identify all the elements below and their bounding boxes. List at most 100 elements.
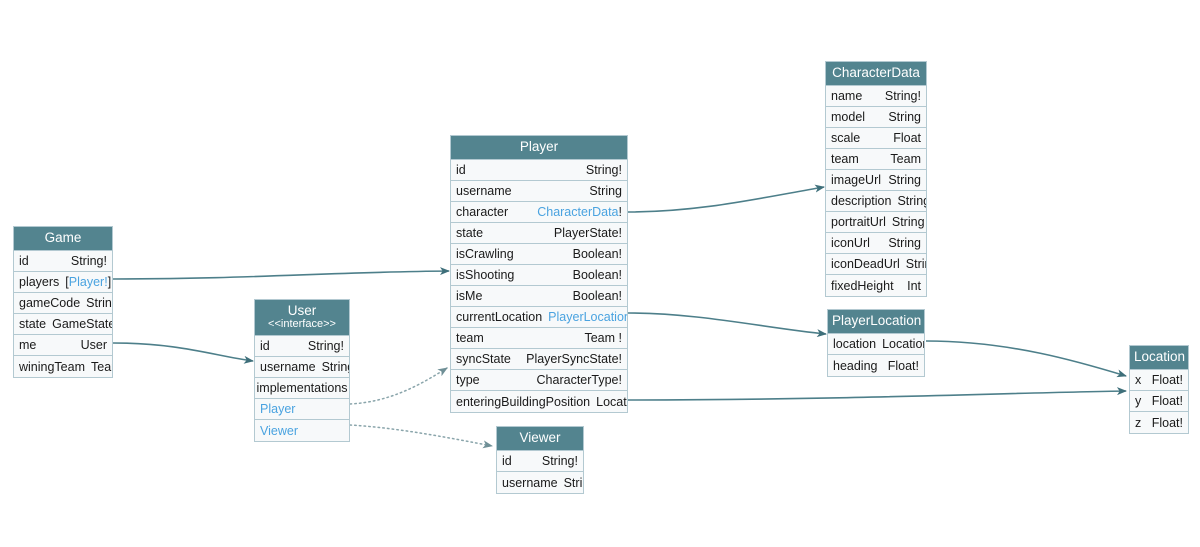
field-row[interactable]: y Float! (1130, 391, 1188, 413)
field-name: description (831, 194, 892, 209)
edge-playerlocation-location-to-location (925, 340, 1127, 378)
field-row[interactable]: portraitUrl String (826, 212, 926, 234)
field-row[interactable]: id String! (14, 251, 112, 273)
field-type-ref[interactable]: Location! (882, 337, 924, 352)
edge-player-character-to-characterdata (627, 184, 825, 213)
field-row[interactable]: me User (14, 335, 112, 357)
field-name: username (260, 360, 316, 375)
field-row[interactable]: id String! (255, 336, 349, 358)
field-row[interactable]: id String! (451, 160, 627, 182)
field-row[interactable]: state GameState! (14, 314, 112, 336)
field-row[interactable]: iconUrl String (826, 233, 926, 255)
field-row[interactable]: imageUrl String (826, 170, 926, 192)
entity-user-name: User (287, 303, 317, 318)
field-name: winingTeam (19, 359, 86, 374)
field-type: CharacterData! (537, 205, 622, 220)
field-name: isMe (456, 289, 483, 304)
field-row[interactable]: winingTeam Team (14, 356, 112, 378)
field-type: Boolean! (572, 247, 622, 262)
field-row[interactable]: iconDeadUrl String (826, 254, 926, 276)
entity-user-title: User <<interface>> (255, 300, 349, 337)
entity-player[interactable]: Player id String! username String charac… (450, 135, 628, 414)
edge-player-currentlocation-to-playerlocation (627, 312, 827, 338)
entity-user[interactable]: User <<interface>> id String! username S… (254, 299, 350, 443)
field-name: character (456, 205, 509, 220)
field-name: imageUrl (831, 173, 882, 188)
field-type: GameState! (52, 317, 112, 332)
field-type-ref[interactable]: CharacterData (537, 205, 619, 220)
field-type-ref[interactable]: Player! (68, 275, 108, 290)
field-name: z (1135, 415, 1142, 430)
entity-characterdata[interactable]: CharacterData name String! model String … (825, 61, 927, 298)
field-row[interactable]: character CharacterData! (451, 202, 627, 224)
field-row[interactable]: fixedHeight Int (826, 275, 926, 297)
field-row[interactable]: state PlayerState! (451, 223, 627, 245)
field-name: iconUrl (831, 236, 870, 251)
field-type: Float (893, 131, 921, 146)
field-row[interactable]: gameCode String! (14, 293, 112, 315)
field-row[interactable]: team Team (826, 149, 926, 171)
field-row[interactable]: username String (451, 181, 627, 203)
field-row[interactable]: username String (255, 357, 349, 379)
field-row[interactable]: z Float! (1130, 412, 1188, 434)
field-row[interactable]: isShooting Boolean! (451, 265, 627, 287)
field-name: name (831, 89, 863, 104)
entity-playerlocation[interactable]: PlayerLocation location Location! headin… (827, 309, 925, 378)
field-row[interactable]: enteringBuildingPosition Location (451, 391, 627, 413)
field-name: id (502, 454, 512, 469)
field-row[interactable]: currentLocation PlayerLocation! (451, 307, 627, 329)
field-row[interactable]: isCrawling Boolean! (451, 244, 627, 266)
entity-game[interactable]: Game id String! players [Player!] gameCo… (13, 226, 113, 379)
field-type: [Player!] (65, 275, 112, 290)
field-row[interactable]: model String (826, 107, 926, 129)
field-row[interactable]: username String (497, 472, 583, 494)
field-name: model (831, 110, 866, 125)
field-type-ref[interactable]: User (80, 338, 107, 353)
field-name: state (19, 317, 47, 332)
field-row[interactable]: id String! (497, 451, 583, 473)
field-name: syncState (456, 352, 511, 367)
field-name: type (456, 373, 480, 388)
implementation-name: Viewer (260, 423, 298, 438)
field-name: heading (833, 358, 878, 373)
field-row[interactable]: location Location! (828, 334, 924, 356)
field-type: CharacterType! (536, 373, 622, 388)
field-name: username (456, 184, 512, 199)
field-type: String! (307, 339, 344, 354)
field-row[interactable]: scale Float (826, 128, 926, 150)
edge-player-enteringbuildingposition-to-location (627, 387, 1127, 401)
field-name: me (19, 338, 37, 353)
entity-location[interactable]: Location x Float! y Float! z Float! (1129, 345, 1189, 435)
field-type: String (563, 475, 583, 490)
entity-playerlocation-title: PlayerLocation (828, 310, 924, 335)
field-row[interactable]: team Team ! (451, 328, 627, 350)
edge-user-implements-viewer (349, 424, 493, 449)
field-name: gameCode (19, 296, 81, 311)
field-row[interactable]: syncState PlayerSyncState! (451, 349, 627, 371)
field-name: players (19, 275, 60, 290)
field-type: Float! (1151, 415, 1183, 430)
field-name: isCrawling (456, 247, 514, 262)
field-row[interactable]: x Float! (1130, 370, 1188, 392)
field-type-ref[interactable]: PlayerLocation (548, 310, 627, 325)
entity-viewer[interactable]: Viewer id String! username String (496, 426, 584, 495)
field-type: Team (91, 359, 112, 374)
field-type: String (888, 236, 921, 251)
field-type: String (321, 360, 349, 375)
field-name: isShooting (456, 268, 515, 283)
field-name: fixedHeight (831, 278, 894, 293)
field-type: Float! (1151, 373, 1183, 388)
entity-viewer-title: Viewer (497, 427, 583, 452)
field-row[interactable]: heading Float! (828, 355, 924, 377)
field-row[interactable]: name String! (826, 86, 926, 108)
field-row[interactable]: players [Player!] (14, 272, 112, 294)
implementation-item-player[interactable]: Player (255, 399, 349, 421)
field-name: id (456, 163, 466, 178)
field-type: Boolean! (572, 268, 622, 283)
field-row[interactable]: type CharacterType! (451, 370, 627, 392)
implementation-item-viewer[interactable]: Viewer (255, 420, 349, 442)
field-row[interactable]: isMe Boolean! (451, 286, 627, 308)
field-name: id (19, 254, 29, 269)
field-type-ref[interactable]: Location (596, 394, 627, 409)
field-row[interactable]: description String (826, 191, 926, 213)
